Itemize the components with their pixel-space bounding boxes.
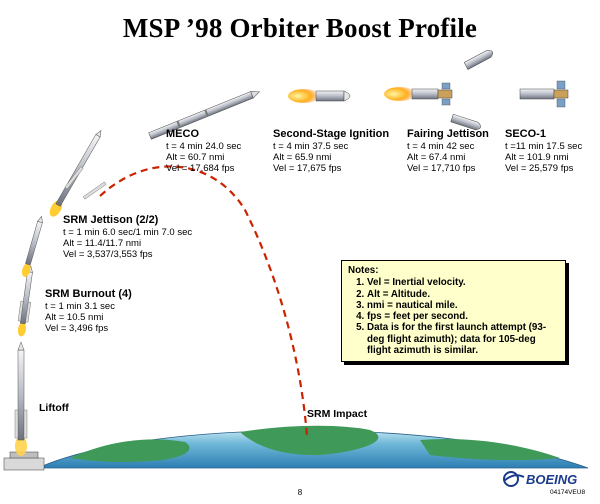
srm-impact-label: SRM Impact [307,408,368,420]
event-srm-burnout: SRM Burnout (4) t = 1 min 3.1 sec Alt = … [45,288,132,335]
boeing-logo-text: BOEING [526,472,577,487]
earth [37,425,589,469]
fairing-half-icon-lower [450,113,481,131]
note-item: Alt = Altitude. [367,289,559,300]
event-fairing-jettison: Fairing Jettison t = 4 min 42 sec Alt = … [407,128,489,175]
rocket-icon-meco [148,91,260,140]
event-srm-jettison: SRM Jettison (2/2) t = 1 min 6.0 sec/1 m… [63,214,193,261]
document-code: 04174VEU8 [550,489,586,496]
srm-impact-trajectory [99,165,309,437]
rocket-icon-ascent [49,129,107,217]
fairing-half-icon-upper [463,50,493,70]
note-item: nmi = nautical mile. [367,300,559,311]
note-item: Vel = Inertial velocity. [367,277,559,288]
liftoff-label: Liftoff [39,402,69,414]
note-item: Data is for the first launch attempt (93… [367,322,559,356]
event-second-stage-ignition: Second-Stage Ignition t = 4 min 37.5 sec… [273,128,390,175]
rocket-icon-srm-jettison [21,215,43,277]
notes-title: Notes: [348,265,379,276]
rocket-icon-fairing-jettison [384,82,453,106]
page-number: 8 [297,488,303,497]
rocket-icon-srm-burnout [17,265,33,337]
note-item: fps = feet per second. [367,311,559,322]
notes-box: Notes: Vel = Inertial velocity. Alt = Al… [341,260,566,362]
rocket-icon-seco [519,80,569,108]
event-seco-1: SECO-1 t =11 min 17.5 sec Alt = 101.9 nm… [505,128,583,175]
event-meco: MECO t = 4 min 24.0 sec Alt = 60.7 nmi V… [166,128,242,175]
rocket-icon-second-stage [288,89,351,103]
page-title: MSP ’98 Orbiter Boost Profile [122,13,478,43]
notes-list: Vel = Inertial velocity. Alt = Altitude.… [348,277,559,356]
rocket-icon-liftoff [14,341,28,456]
boeing-logo-icon: BOEING [502,468,594,495]
launch-pad [3,451,45,471]
